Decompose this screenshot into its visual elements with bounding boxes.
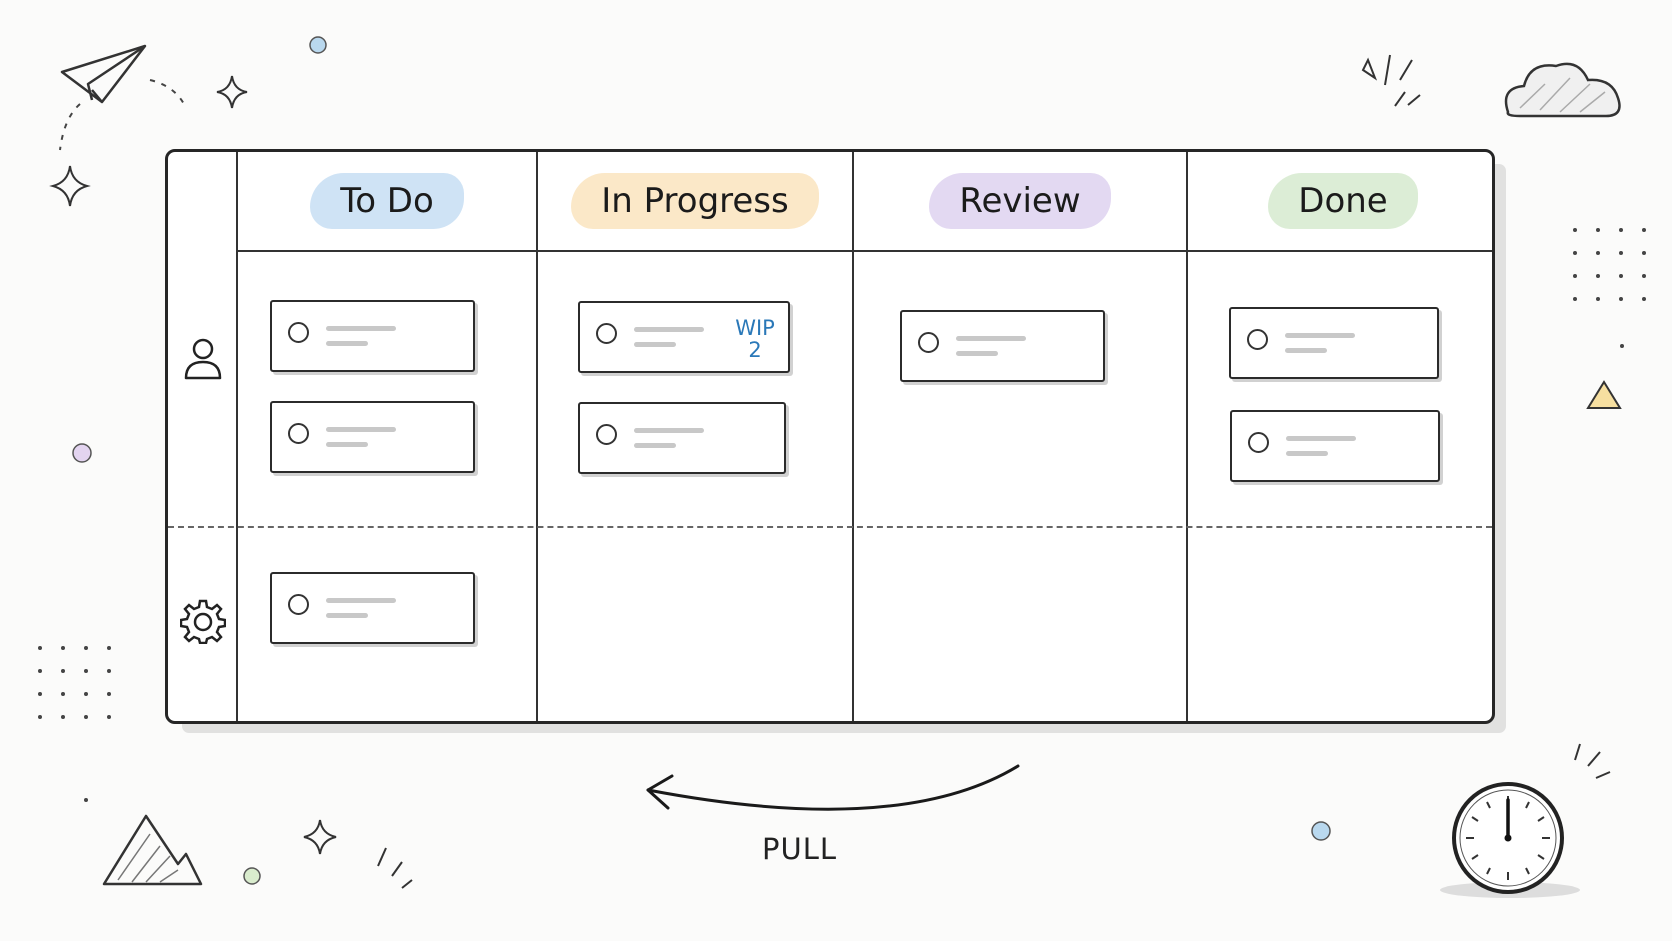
plane-trail: [59, 79, 186, 151]
card-in-progress-2[interactable]: [578, 402, 786, 474]
wip-label: WIP: [735, 316, 775, 340]
swimlane-divider: [168, 526, 1492, 528]
dot-grid-icon: [1573, 228, 1646, 348]
dot-green: [243, 867, 261, 885]
dot-purple: [72, 443, 92, 463]
placeholder-line: [1285, 333, 1355, 338]
placeholder-line: [326, 326, 396, 331]
pull-arrow: [646, 764, 1020, 811]
wip-value: 2: [748, 338, 762, 362]
card-todo-1[interactable]: [270, 300, 475, 372]
status-circle-icon[interactable]: [288, 423, 309, 444]
column-header-in-progress: In Progress: [538, 152, 852, 250]
gear-icon: [180, 599, 226, 644]
clock-icon: [1440, 782, 1580, 898]
status-circle-icon[interactable]: [1248, 432, 1269, 453]
pull-label: PULL: [762, 832, 838, 866]
placeholder-line: [634, 342, 676, 347]
sparkle-icon: [216, 75, 248, 109]
placeholder-line: [326, 598, 396, 603]
status-circle-icon[interactable]: [288, 322, 309, 343]
column-label: Done: [1268, 173, 1418, 229]
kanban-board: To Do In Progress Review Done: [165, 149, 1495, 724]
card-done-1[interactable]: [1229, 307, 1439, 379]
wip-limit-badge: WIP 2: [734, 317, 776, 361]
card-todo-2[interactable]: [270, 401, 475, 473]
status-circle-icon[interactable]: [596, 424, 617, 445]
card-review-1[interactable]: [900, 310, 1105, 382]
sparkle-icon: [303, 819, 337, 855]
status-circle-icon[interactable]: [1247, 329, 1268, 350]
dot-blue: [309, 36, 327, 54]
column-label: To Do: [310, 173, 464, 229]
dot-blue: [1311, 821, 1331, 841]
burst-icon: [1361, 54, 1421, 107]
card-todo-3[interactable]: [270, 572, 475, 644]
status-circle-icon[interactable]: [918, 332, 939, 353]
header-divider: [238, 250, 1492, 252]
column-header-review: Review: [854, 152, 1186, 250]
placeholder-line: [1286, 451, 1328, 456]
paper-plane-icon: [60, 44, 147, 104]
column-label: In Progress: [571, 173, 819, 229]
placeholder-line: [634, 428, 704, 433]
status-circle-icon[interactable]: [288, 594, 309, 615]
sparkle-icon: [49, 165, 91, 207]
placeholder-line: [326, 427, 396, 432]
column-label: Review: [929, 173, 1111, 229]
column-divider: [1186, 152, 1188, 721]
placeholder-line: [326, 442, 368, 447]
placeholder-line: [1286, 436, 1356, 441]
user-icon: [184, 338, 222, 380]
placeholder-line: [1285, 348, 1327, 353]
status-circle-icon[interactable]: [596, 323, 617, 344]
column-divider: [536, 152, 538, 721]
placeholder-line: [326, 613, 368, 618]
placeholder-line: [326, 341, 368, 346]
placeholder-line: [634, 327, 704, 332]
placeholder-line: [634, 443, 676, 448]
column-divider: [852, 152, 854, 721]
card-in-progress-1[interactable]: WIP 2: [578, 301, 790, 373]
cloud-icon: [1504, 62, 1621, 118]
placeholder-line: [956, 351, 998, 356]
card-done-2[interactable]: [1230, 410, 1440, 482]
mountain-icon: [102, 814, 203, 886]
triangle-icon: [1586, 380, 1622, 409]
burst-icon: [377, 743, 1611, 889]
lane-divider: [236, 152, 238, 721]
dot-grid-icon: [38, 646, 111, 802]
placeholder-line: [956, 336, 1026, 341]
column-header-todo: To Do: [238, 152, 536, 250]
column-header-done: Done: [1188, 152, 1498, 250]
